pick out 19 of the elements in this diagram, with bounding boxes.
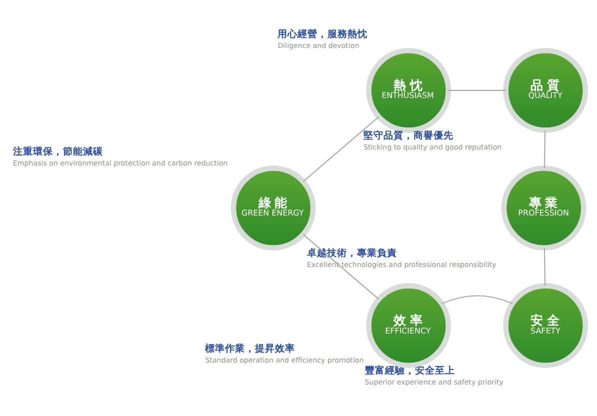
- connector: [544, 130, 546, 168]
- node-circle: 專 業 PROFESSION: [501, 166, 586, 250]
- node-label: Excellent technologies and professional responsibility: [306, 260, 496, 270]
- node-label: 標準作業，提昇效率: [205, 343, 296, 354]
- node-label: Emphasis on environmental protection and carbon reduction: [12, 158, 228, 168]
- node-circle: 品 質 QUALITY: [503, 48, 588, 133]
- node-label: Diligence and devotion: [278, 40, 360, 50]
- node-label: 堅守品質，商譽優先: [363, 130, 454, 142]
- connector: [442, 295, 512, 304]
- node-label: Sticking to quality and good reputation: [363, 142, 502, 152]
- connector: [544, 248, 546, 286]
- node-label: Standard operation and efficiency promotion: [205, 356, 364, 365]
- connector: [302, 116, 379, 182]
- connector: [448, 90, 506, 91]
- node-circle: 安 全 SAFETY: [503, 283, 588, 368]
- connector: [302, 234, 379, 300]
- node-label: 注重環保，節能減碳: [12, 146, 103, 158]
- node-label: 用心經營，服務熱忱: [278, 28, 368, 40]
- node-label: Superior experience and safety priority: [364, 378, 504, 387]
